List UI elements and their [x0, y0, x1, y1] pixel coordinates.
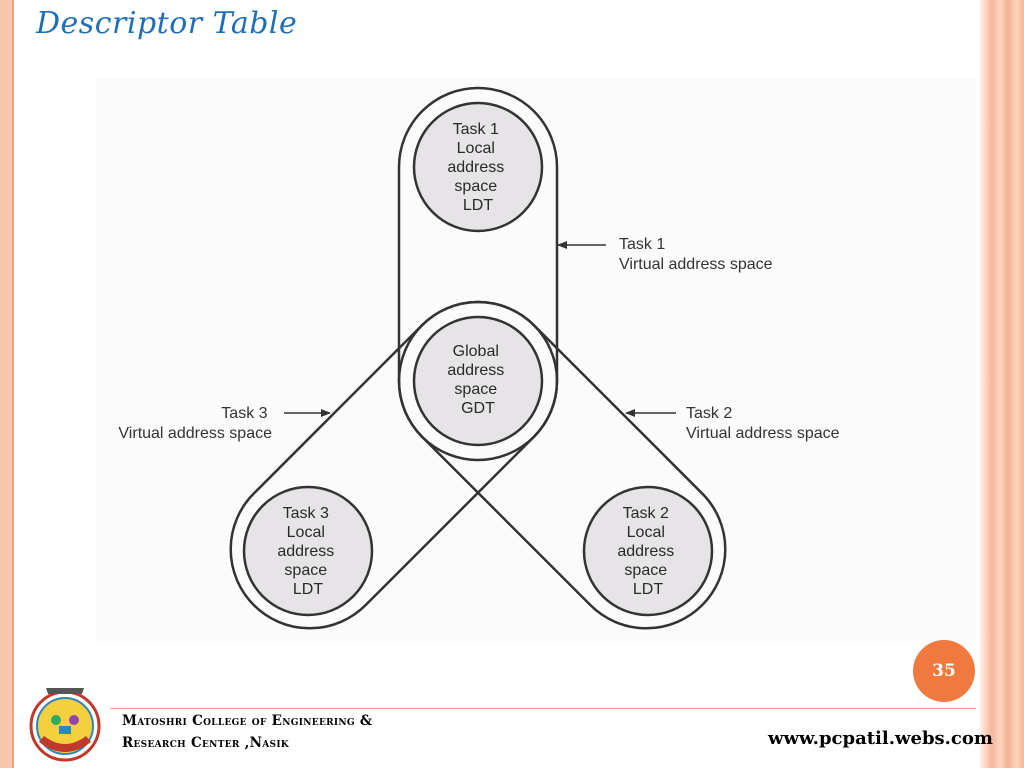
slide-title: Descriptor Table — [36, 6, 298, 41]
task2-circle-label: Task 2 Local address space LDT — [617, 505, 678, 598]
task2-virtual-label: Task 2 Virtual address space — [686, 405, 840, 442]
task1-virtual-label: Task 1 Virtual address space — [619, 236, 773, 273]
task1-virtual-space-capsule — [397, 86, 559, 462]
task1-circle-label: Task 1 Local address space LDT — [447, 121, 508, 214]
footer-divider — [110, 708, 976, 709]
college-name-line1: Matoshri College of Engineering & — [122, 713, 373, 729]
task3-virtual-label: Task 3 Virtual address space — [118, 405, 272, 442]
left-border — [0, 0, 12, 768]
left-border-line — [12, 0, 14, 768]
page-number-badge: 35 — [913, 640, 975, 702]
right-border — [978, 0, 1024, 768]
gdt-circle-label: Global address space GDT — [447, 343, 508, 417]
task2-virtual-space-capsule — [397, 300, 727, 630]
college-name-line2: Research Center ,Nasik — [122, 735, 289, 751]
gdt-circle — [412, 315, 544, 447]
task3-ldt-circle — [242, 485, 374, 617]
task1-ldt-circle — [412, 101, 544, 233]
website-url: www.pcpatil.webs.com — [768, 728, 993, 749]
task2-ldt-circle — [582, 485, 714, 617]
task3-circle-label: Task 3 Local address space LDT — [277, 505, 338, 598]
college-logo-icon — [29, 688, 101, 762]
task3-virtual-space-capsule — [229, 300, 559, 630]
